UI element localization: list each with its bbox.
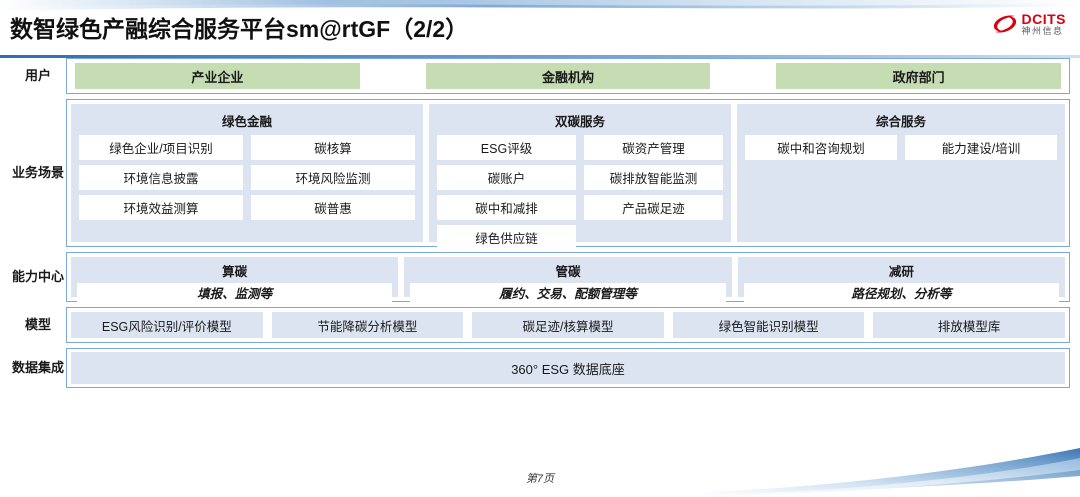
user-chip[interactable]: 金融机构 xyxy=(425,63,711,89)
row-body-data: 360° ESG 数据底座 xyxy=(66,348,1070,388)
row-label-models: 模型 xyxy=(24,316,51,332)
row-capability-center: 能力中心 算碳 填报、监测等 管碳 履约、交易、配额管理等 减研 路径规划、分析… xyxy=(10,252,1070,302)
row-body-capability: 算碳 填报、监测等 管碳 履约、交易、配额管理等 减研 路径规划、分析等 xyxy=(66,252,1070,302)
scenario-tile[interactable]: 碳中和减排 xyxy=(437,195,576,220)
user-chip[interactable]: 政府部门 xyxy=(776,63,1062,89)
panel-title: 综合服务 xyxy=(875,115,926,129)
logo-cn-label: 神州信息 xyxy=(1021,25,1064,36)
model-chip[interactable]: 碳足迹/核算模型 xyxy=(472,312,664,338)
capability-panel: 管碳 履约、交易、配额管理等 xyxy=(404,257,732,302)
model-chip[interactable]: 排放模型库 xyxy=(873,312,1065,338)
panel-comprehensive-services: 综合服务 碳中和咨询规划 能力建设/培训 xyxy=(737,104,1065,242)
logo-text: DCITS 神州信息 xyxy=(1022,12,1067,36)
scenario-tile[interactable]: 绿色企业/项目识别 xyxy=(79,135,243,160)
row-data-integration: 数据集成 360° ESG 数据底座 xyxy=(10,348,1070,388)
scenario-tile[interactable]: 碳账户 xyxy=(437,165,576,190)
row-scenarios: 业务场景 绿色金融 绿色企业/项目识别 碳核算 环境信息披露 环境风险监测 环境… xyxy=(10,99,1070,250)
scenario-tile[interactable]: 碳排放智能监测 xyxy=(584,165,723,190)
capability-subtitle[interactable]: 路径规划、分析等 xyxy=(743,283,1059,302)
capability-subtitle[interactable]: 履约、交易、配额管理等 xyxy=(410,283,726,302)
panel-dual-carbon: 双碳服务 ESG评级 碳资产管理 碳账户 碳排放智能监测 碳中和减排 产品碳足迹… xyxy=(429,104,731,250)
scenario-tile[interactable]: 环境风险监测 xyxy=(251,165,415,190)
scenario-tile[interactable]: 碳中和咨询规划 xyxy=(745,135,897,160)
page-title: 数智绿色产融综合服务平台sm@rtGF（2/2） xyxy=(10,16,469,42)
capability-panel: 算碳 填报、监测等 xyxy=(71,257,399,302)
panel-green-finance: 绿色金融 绿色企业/项目识别 碳核算 环境信息披露 环境风险监测 环境效益测算 … xyxy=(71,104,423,242)
model-chip[interactable]: 节能降碳分析模型 xyxy=(271,312,464,338)
slide-header: 数智绿色产融综合服务平台sm@rtGF（2/2） DCITS 神州信息 xyxy=(0,8,1080,58)
scenario-tile[interactable]: 环境信息披露 xyxy=(79,165,243,190)
panel-title: 双碳服务 xyxy=(554,115,605,129)
row-body-scenarios: 绿色金融 绿色企业/项目识别 碳核算 环境信息披露 环境风险监测 环境效益测算 … xyxy=(66,99,1070,250)
row-label-data: 数据集成 xyxy=(11,359,64,375)
row-label-users: 用户 xyxy=(24,67,51,83)
row-models: 模型 ESG风险识别/评价模型 节能降碳分析模型 碳足迹/核算模型 绿色智能识别… xyxy=(10,307,1070,343)
row-label-scenarios: 业务场景 xyxy=(11,164,64,180)
header-divider xyxy=(0,55,1080,58)
tile-grid: 碳中和咨询规划 能力建设/培训 xyxy=(745,135,1057,160)
brand-logo: DCITS 神州信息 xyxy=(992,12,1067,36)
model-chip[interactable]: ESG风险识别/评价模型 xyxy=(71,312,263,338)
dcits-swirl-icon xyxy=(992,13,1018,35)
scenario-tile[interactable]: 碳核算 xyxy=(251,135,415,160)
capability-title: 管碳 xyxy=(555,265,581,279)
capability-title: 减研 xyxy=(888,265,914,279)
row-label-capability: 能力中心 xyxy=(11,268,64,284)
scenario-tile[interactable]: 能力建设/培训 xyxy=(905,135,1057,160)
row-body-users: 产业企业 金融机构 政府部门 xyxy=(66,58,1070,94)
row-body-models: ESG风险识别/评价模型 节能降碳分析模型 碳足迹/核算模型 绿色智能识别模型 … xyxy=(66,307,1070,343)
scenario-tile[interactable]: 碳普惠 xyxy=(251,195,415,220)
row-users: 用户 产业企业 金融机构 政府部门 xyxy=(10,58,1070,94)
page-number: 第7页 xyxy=(525,473,555,485)
data-platform-bar[interactable]: 360° ESG 数据底座 xyxy=(71,352,1065,384)
tile-grid: ESG评级 碳资产管理 碳账户 碳排放智能监测 碳中和减排 产品碳足迹 绿色供应… xyxy=(437,135,723,250)
tile-grid: 绿色企业/项目识别 碳核算 环境信息披露 环境风险监测 环境效益测算 碳普惠 xyxy=(79,135,415,220)
logo-en-label: DCITS xyxy=(1021,11,1066,27)
scenario-tile[interactable]: 产品碳足迹 xyxy=(584,195,723,220)
panel-title: 绿色金融 xyxy=(221,115,272,129)
capability-subtitle[interactable]: 填报、监测等 xyxy=(77,283,393,302)
scenario-tile[interactable]: ESG评级 xyxy=(437,135,576,160)
model-chip[interactable]: 绿色智能识别模型 xyxy=(672,312,865,338)
architecture-diagram: 用户 产业企业 金融机构 政府部门 业务场景 绿色金融 绿色企业/项目识别 碳核… xyxy=(10,58,1070,393)
scenario-tile[interactable]: 环境效益测算 xyxy=(79,195,243,220)
capability-panel: 减研 路径规划、分析等 xyxy=(737,257,1065,302)
scenario-tile[interactable]: 绿色供应链 xyxy=(437,225,576,250)
user-chip[interactable]: 产业企业 xyxy=(75,63,360,89)
capability-title: 算碳 xyxy=(222,265,248,279)
scenario-tile[interactable]: 碳资产管理 xyxy=(584,135,723,160)
